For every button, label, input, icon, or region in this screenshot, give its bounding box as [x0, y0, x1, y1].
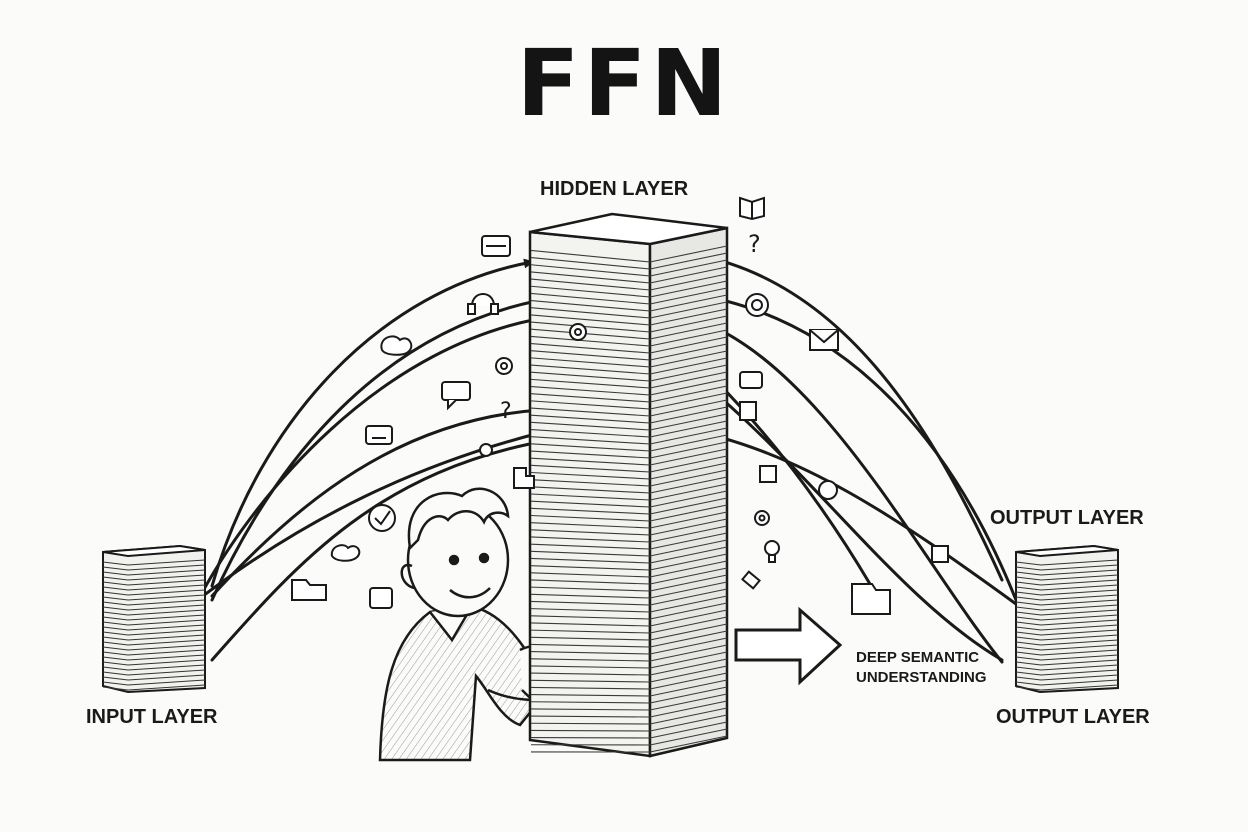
output-layer-label-top: OUTPUT LAYER: [990, 507, 1144, 529]
cloud-icon: [330, 544, 361, 562]
deep-semantic-line2: UNDERSTANDING: [856, 669, 987, 686]
deep-semantic-label: DEEP SEMANTIC UNDERSTANDING: [856, 648, 987, 688]
connection-arrow: [690, 250, 1004, 582]
folder-icon: [291, 579, 327, 601]
connection-arrow: [678, 424, 1018, 606]
keyboard-icon: [481, 235, 511, 257]
folder-icon: [931, 545, 949, 563]
gear-icon: [569, 323, 587, 341]
chat-icon: [739, 371, 763, 389]
folder-icon: [851, 583, 891, 615]
input-layer-label: INPUT LAYER: [86, 706, 218, 728]
chart-icon: [365, 425, 393, 445]
hidden-layer-tower: [528, 212, 729, 758]
svg-text:?: ?: [500, 399, 512, 424]
lightbulb-icon: [479, 443, 493, 457]
gear-icon: [818, 480, 838, 500]
connection-arrow: [210, 258, 534, 588]
headset-icon: [467, 293, 499, 315]
hidden-layer-label: HIDDEN LAYER: [540, 178, 689, 200]
connection-arrow: [690, 315, 1004, 664]
mail-icon: [809, 329, 839, 351]
cloud-icon: [380, 335, 413, 356]
puzzle-icon: [513, 467, 535, 489]
deep-semantic-line1: DEEP SEMANTIC: [856, 649, 980, 666]
connection-arrow: [210, 405, 542, 598]
target-icon: [745, 293, 769, 317]
diagram-title: FFN: [516, 30, 732, 137]
book-icon: [739, 196, 765, 221]
puzzle-icon: [759, 465, 777, 483]
output-layer-label-bottom: OUTPUT LAYER: [996, 706, 1150, 728]
lightbulb-icon: [764, 540, 780, 563]
checkmark-icon: [368, 504, 396, 532]
chat-icon: [441, 381, 471, 411]
question-icon: ?: [500, 399, 512, 424]
connection-arrow: [194, 312, 558, 606]
svg-text:?: ?: [748, 230, 761, 258]
connection-arrow: [690, 290, 1018, 602]
gear-icon: [495, 357, 513, 375]
right-arrow-icon: [734, 606, 843, 686]
chat-icon: [369, 587, 393, 609]
gear-icon: [754, 510, 770, 526]
chat-icon: [739, 401, 757, 421]
output-layer-stack: [1015, 544, 1119, 694]
connection-arrow: [698, 378, 1004, 662]
chat-icon: [741, 570, 761, 590]
question-icon: ?: [748, 230, 761, 258]
input-layer-stack: [102, 544, 206, 694]
